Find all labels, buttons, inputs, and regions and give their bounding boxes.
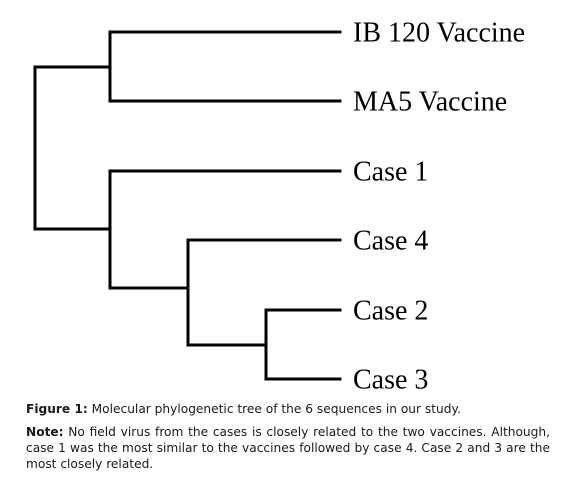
phylogenetic-tree: IB 120 Vaccine MA5 Vaccine Case 1 Case 4…: [33, 17, 525, 395]
figure-note-label: Note:: [26, 425, 64, 439]
leaf-label-case4: Case 4: [353, 225, 428, 256]
figure-caption-text: Molecular phylogenetic tree of the 6 seq…: [87, 402, 461, 416]
figure-caption: Figure 1: Molecular phylogenetic tree of…: [26, 401, 550, 417]
leaf-label-case2: Case 2: [353, 295, 428, 326]
leaf-label-case1: Case 1: [353, 156, 428, 187]
leaf-label-case3: Case 3: [353, 364, 428, 395]
leaf-label-ib120: IB 120 Vaccine: [353, 17, 525, 48]
figure-note: Note: No field virus from the cases is c…: [26, 424, 550, 472]
figure-caption-label: Figure 1:: [26, 402, 88, 416]
figure-note-text: No field virus from the cases is closely…: [26, 425, 550, 471]
leaf-label-ma5: MA5 Vaccine: [353, 86, 507, 117]
